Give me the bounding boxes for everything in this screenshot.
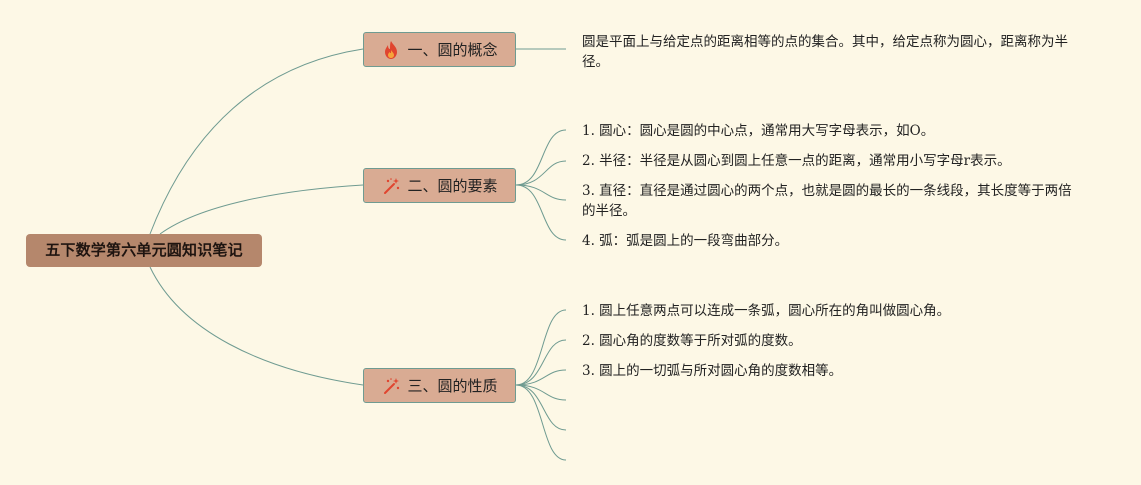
edge-branch-2-leaf-2 [515, 160, 567, 186]
sparkle-wand-icon [384, 177, 400, 194]
leaf-properties-3[interactable]: 3. 圆上的一切弧与所对圆心角的度数相等。 [582, 363, 843, 379]
leaf-elements-diameter[interactable]: 3. 直径：直径是通过圆心的两个点，也就是圆的最长的一条线段，其长度等于两倍的半… [582, 183, 1072, 219]
edge-branch-2-leaf-3 [515, 184, 567, 201]
edge-root-branch-1 [149, 48, 364, 235]
branch-node-properties[interactable]: 三、圆的性质 [363, 368, 516, 403]
sparkle-wand-icon [384, 377, 400, 394]
edge-branch-3-leaf-6 [515, 384, 567, 461]
edge-branch-3-leaf-3 [515, 369, 567, 386]
root-node[interactable]: 五下数学第六单元圆知识笔记 [26, 234, 262, 267]
edge-branch-3-leaf-5 [515, 384, 567, 431]
edge-branch-3-leaf-4 [515, 384, 567, 401]
leaf-properties-2[interactable]: 2. 圆心角的度数等于所对弧的度数。 [582, 333, 802, 349]
edge-branch-3-leaf-1 [515, 309, 567, 386]
edge-root-branch-2 [159, 184, 364, 235]
branch-label: 一、圆的概念 [407, 41, 498, 59]
leaf-properties-1[interactable]: 1. 圆上任意两点可以连成一条弧，圆心所在的角叫做圆心角。 [582, 303, 951, 319]
leaf-concept-definition[interactable]: 圆是平面上与给定点的距离相等的点的集合。其中，给定点称为圆心，距离称为半径。 [582, 34, 1068, 70]
edge-branch-3-leaf-2 [515, 339, 567, 386]
edge-branch-2-leaf-4 [515, 184, 567, 241]
edge-branch-2-leaf-1 [515, 129, 567, 186]
branch-label: 二、圆的要素 [407, 177, 498, 195]
fire-icon [385, 40, 398, 59]
branch-node-elements[interactable]: 二、圆的要素 [363, 168, 516, 203]
leaf-elements-radius[interactable]: 2. 半径：半径是从圆心到圆上任意一点的距离，通常用小写字母r表示。 [582, 153, 1011, 169]
branch-label: 三、圆的性质 [407, 377, 498, 395]
leaf-elements-center[interactable]: 1. 圆心：圆心是圆的中心点，通常用大写字母表示，如O。 [582, 123, 935, 139]
leaf-elements-arc[interactable]: 4. 弧：弧是圆上的一段弯曲部分。 [582, 233, 789, 249]
branch-node-concept[interactable]: 一、圆的概念 [363, 32, 516, 67]
edge-root-branch-3 [149, 266, 364, 386]
